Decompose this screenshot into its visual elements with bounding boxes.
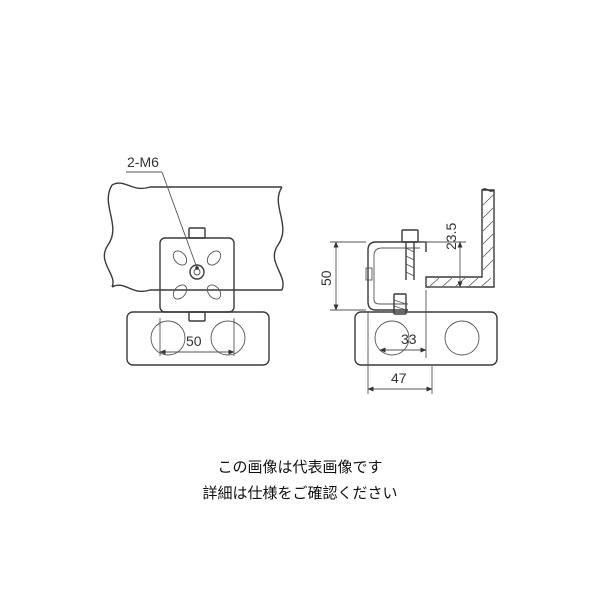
channel-front [126, 311, 270, 366]
dimension-47: 47 [391, 370, 407, 386]
beam-bottom-edge [111, 284, 282, 293]
clamp-side-body [367, 241, 427, 311]
dimension-side-height: 50 [318, 270, 334, 286]
channel-side-hole-left [374, 320, 410, 356]
dimension-front-width: 50 [186, 333, 202, 349]
bottom-bolt-head [188, 311, 206, 322]
beam-top-edge [111, 182, 282, 190]
center-stud [189, 264, 205, 280]
beam-left-break [103, 184, 114, 288]
top-bolt-head [188, 227, 206, 239]
plate-slots [172, 250, 222, 300]
beam-right-break [273, 186, 284, 291]
side-bolt-head [401, 229, 419, 243]
bolt-callout: 2-M6 [127, 154, 159, 170]
channel-hole-left [150, 320, 186, 356]
channel-side-hole-right [444, 320, 480, 356]
beam-hatching [429, 194, 494, 287]
side-view: 50 23.5 33 47 [318, 188, 498, 394]
front-view: 2-M6 50 [103, 154, 284, 366]
channel-hole-right [210, 320, 246, 356]
dimension-top-23-5: 23.5 [443, 223, 459, 250]
dimension-33: 33 [401, 331, 417, 347]
caption-check-specifications: 詳細は仕様をご確認ください [202, 484, 398, 502]
caption-representative-image: この画像は代表画像です [217, 458, 383, 476]
